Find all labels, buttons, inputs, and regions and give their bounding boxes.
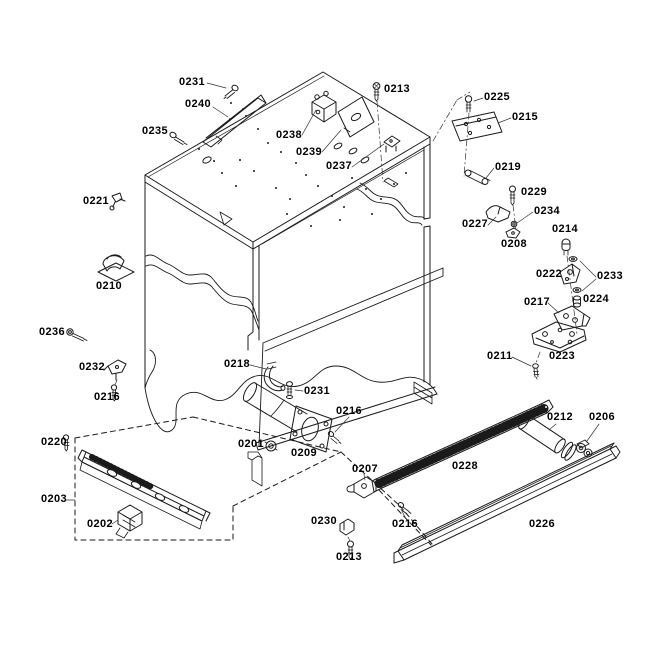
part-0202-clip xyxy=(115,504,143,539)
part-0215-bracket-plate xyxy=(451,111,503,142)
part-label-0238: 0238 xyxy=(276,129,303,141)
part-label-0229: 0229 xyxy=(521,186,548,198)
part-label-0214: 0214 xyxy=(552,223,579,235)
part-label-0211: 0211 xyxy=(487,350,513,362)
part-0216-screw-center xyxy=(327,430,342,444)
part-label-0227: 0227 xyxy=(462,218,489,230)
part-label-0216-bottom: 0216 xyxy=(392,518,419,530)
part-0210-hinge-support xyxy=(97,254,135,282)
part-0228-ribbed-rail xyxy=(371,399,554,493)
part-label-0228: 0228 xyxy=(452,460,479,472)
part-0217-hinge-bracket xyxy=(553,305,591,331)
part-0238-starter-box xyxy=(311,90,337,123)
part-label-0236: 0236 xyxy=(39,326,66,338)
part-0220-screw xyxy=(62,434,70,452)
part-label-0234: 0234 xyxy=(534,205,561,217)
part-0235-screw xyxy=(169,131,188,145)
part-label-0217: 0217 xyxy=(524,296,551,308)
part-label-0230: 0230 xyxy=(311,515,338,527)
part-label-0232: 0232 xyxy=(79,361,106,373)
part-0225-screw xyxy=(464,95,473,113)
top-panel-holes xyxy=(198,102,407,227)
part-label-0226: 0226 xyxy=(529,518,556,530)
part-0223-hinge-plate xyxy=(531,321,587,353)
part-0212-condenser-cylinder xyxy=(518,414,577,461)
part-0214-pin xyxy=(561,238,571,256)
part-0218-drain-tube xyxy=(263,361,286,392)
part-label-0231-center: 0231 xyxy=(304,385,331,397)
part-0211-screw xyxy=(532,363,540,380)
part-0219-roller-pin xyxy=(464,169,491,185)
part-0213-screw-bottom xyxy=(347,540,354,560)
part-0213-screw-top xyxy=(372,82,381,102)
part-0237-bracket xyxy=(383,135,401,153)
part-label-0213-top: 0213 xyxy=(384,83,411,95)
part-0209-evaporation-funnel xyxy=(242,382,333,453)
part-0232-clip xyxy=(103,359,127,381)
axis-centerlines xyxy=(114,91,578,542)
part-label-0203: 0203 xyxy=(41,493,68,505)
part-label-0213-bottom: 0213 xyxy=(336,551,363,563)
part-label-0233: 0233 xyxy=(597,270,624,282)
part-0208-clip xyxy=(505,227,521,239)
part-label-0212: 0212 xyxy=(547,411,574,423)
part-label-0216-left: 0216 xyxy=(94,391,121,403)
part-0230-clip xyxy=(339,518,355,536)
part-0221-clip xyxy=(109,192,126,211)
part-label-0231-top: 0231 xyxy=(179,76,206,88)
part-label-0201: 0201 xyxy=(238,438,265,450)
part-0206-fitting xyxy=(576,439,593,458)
part-0227-bracket xyxy=(485,205,511,223)
part-0226-base-rail xyxy=(393,442,621,564)
part-0231-screw-center xyxy=(286,381,293,399)
part-label-0225: 0225 xyxy=(484,91,511,103)
part-label-0218: 0218 xyxy=(224,358,251,370)
projection-box-0203 xyxy=(74,416,433,546)
part-0207-bracket xyxy=(346,476,377,499)
part-label-0240: 0240 xyxy=(185,98,212,110)
part-label-0235: 0235 xyxy=(142,125,169,137)
part-label-0237: 0237 xyxy=(326,160,353,172)
part-label-0219: 0219 xyxy=(495,161,522,173)
part-0231-screw-top xyxy=(223,84,239,99)
part-0222-hinge-piece xyxy=(559,263,581,285)
part-label-0207: 0207 xyxy=(352,463,379,475)
part-0234-washer xyxy=(510,220,518,228)
part-label-0209: 0209 xyxy=(291,447,318,459)
part-0229-screw xyxy=(509,185,516,206)
part-0224-bushing xyxy=(573,295,581,308)
part-0216-screw-bottom xyxy=(397,501,412,515)
part-label-0202: 0202 xyxy=(87,518,114,530)
part-label-0215: 0215 xyxy=(512,111,539,123)
part-label-0220: 0220 xyxy=(41,436,68,448)
part-label-0224: 0224 xyxy=(583,293,610,305)
part-label-0208: 0208 xyxy=(501,238,528,250)
part-label-0239: 0239 xyxy=(296,146,323,158)
part-0239-cover-plate xyxy=(337,96,375,138)
part-label-0223: 0223 xyxy=(549,350,576,362)
part-label-0221: 0221 xyxy=(83,195,110,207)
part-0240-bracket-strip xyxy=(202,94,267,148)
part-0201-nut xyxy=(264,440,278,452)
part-label-0210: 0210 xyxy=(96,280,123,292)
part-0203-support-rail xyxy=(77,449,211,530)
part-label-0216-center: 0216 xyxy=(336,405,363,417)
leader-lines xyxy=(65,82,600,525)
part-0233-washers xyxy=(568,256,582,293)
part-0216-screw-left xyxy=(110,384,118,402)
part-label-0206: 0206 xyxy=(589,411,616,423)
part-0236-screw xyxy=(66,328,88,342)
cabinet-body xyxy=(144,71,444,487)
part-label-0222: 0222 xyxy=(536,268,563,280)
